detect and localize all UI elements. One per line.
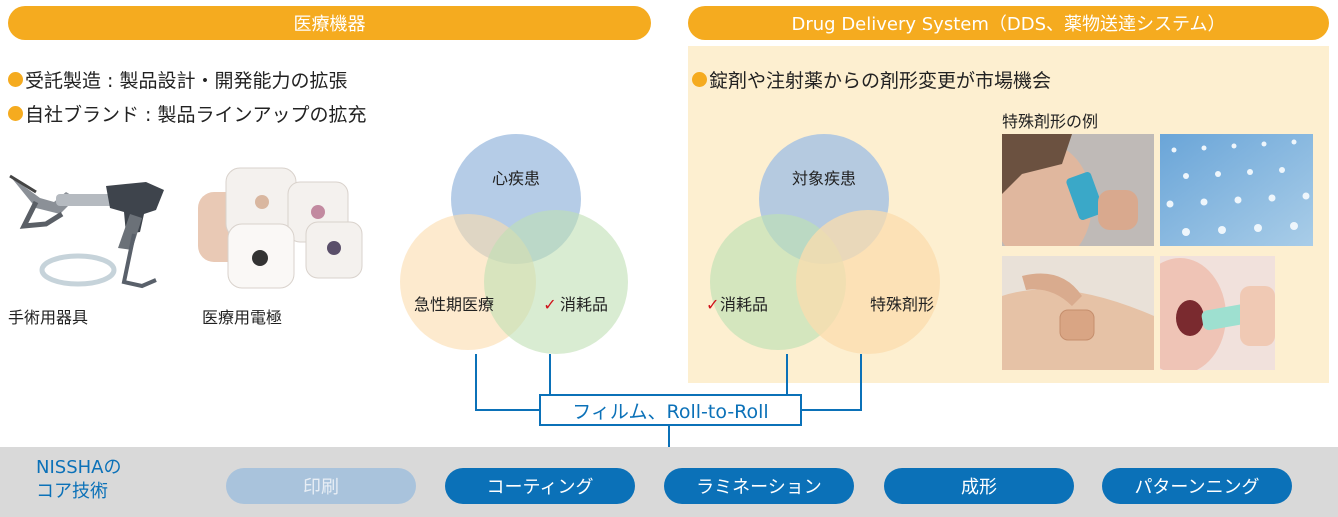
checkmark-icon: ✓	[543, 295, 556, 314]
dds-banner: Drug Delivery System（DDS、薬物送達システム）	[688, 6, 1329, 40]
dds-bullet-1-text: 錠剤や注射薬からの剤形変更が市場機会	[709, 70, 1052, 92]
tech-patterning-label: パターンニング	[1134, 477, 1260, 498]
medical-bullet-2: 自社ブランド : 製品ラインアップの拡充	[8, 100, 366, 127]
examples-label: 特殊剤形の例	[1002, 112, 1099, 131]
film-roll-to-roll-label: フィルム、Roll-to-Roll	[572, 400, 769, 423]
tech-printing-label: 印刷	[303, 477, 339, 498]
dds-venn: 対象疾患 ✓ 消耗品 特殊剤形	[706, 134, 940, 354]
dds-banner-label: Drug Delivery System（DDS、薬物送達システム）	[791, 14, 1226, 35]
caption-surgical: 手術用器具	[8, 308, 89, 327]
oral-film-photo	[1160, 256, 1275, 370]
film-roll-to-roll-box: フィルム、Roll-to-Roll	[539, 394, 802, 426]
venn-right-label: 消耗品	[560, 295, 608, 314]
checkmark-icon: ✓	[706, 295, 719, 314]
dds-bullet-1: 錠剤や注射薬からの剤形変更が市場機会	[692, 66, 1051, 93]
caption-electrode: 医療用電極	[202, 308, 283, 327]
core-tech-title: NISSHAの コア技術	[36, 456, 121, 504]
surgical-instrument-image	[9, 174, 164, 289]
medical-banner: 医療機器	[8, 6, 651, 40]
orange-bullet-icon	[8, 106, 23, 121]
tech-lamination-label: ラミネーション	[696, 477, 822, 498]
venn-top-label: 対象疾患	[792, 169, 856, 188]
inhaler-photo	[1002, 134, 1154, 246]
tech-printing: 印刷	[226, 468, 416, 504]
venn-left-label: 急性期医療	[414, 295, 494, 314]
medical-bullet-1-text: 受託製造 : 製品設計・開発能力の拡張	[25, 70, 348, 92]
venn-right-label: 特殊剤形	[870, 295, 934, 314]
tech-coating-label: コーティング	[486, 477, 594, 498]
tech-patterning: パターンニング	[1102, 468, 1292, 504]
microneedle-photo	[1160, 134, 1313, 246]
medical-bullet-2-text: 自社ブランド : 製品ラインアップの拡充	[25, 104, 367, 126]
core-tech-title-line-1: NISSHAの	[36, 457, 122, 478]
venn-top-label: 心疾患	[492, 169, 540, 188]
venn-circle-right	[796, 210, 940, 354]
orange-bullet-icon	[8, 72, 23, 87]
tech-lamination: ラミネーション	[664, 468, 854, 504]
medical-venn: 心疾患 急性期医療 ✓ 消耗品	[400, 134, 628, 354]
tech-molding-label: 成形	[961, 477, 997, 498]
venn-circle-right	[484, 210, 628, 354]
core-tech-title-line-2: コア技術	[36, 481, 108, 502]
electrode-image	[198, 167, 363, 289]
patch-photo	[1002, 256, 1154, 370]
tech-molding: 成形	[884, 468, 1074, 504]
venn-left-label: 消耗品	[720, 295, 768, 314]
tech-coating: コーティング	[445, 468, 635, 504]
medical-banner-label: 医療機器	[293, 14, 366, 35]
orange-bullet-icon	[692, 72, 707, 87]
medical-bullet-1: 受託製造 : 製品設計・開発能力の拡張	[8, 66, 347, 93]
